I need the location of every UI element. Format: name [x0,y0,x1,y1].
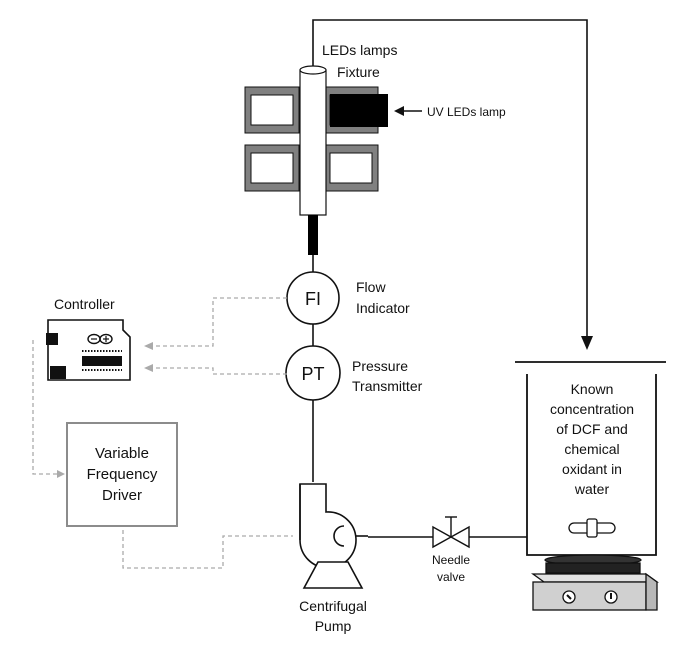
signal-lines [32,297,293,569]
vfd-label-3: Driver [102,487,142,504]
signal-vfd-pump [122,530,293,569]
return-line-arrowhead [581,336,593,350]
pump-label-1: Centrifugal [299,598,367,614]
stir-bar [568,518,616,538]
vfd-label-2: Frequency [87,466,158,483]
fixture-label-1: LEDs lamps [322,42,397,58]
return-line [312,19,593,350]
needle-valve-label-2: valve [437,570,465,584]
fixture-label-2: Fixture [337,64,380,80]
flow-indicator: FI [286,271,340,325]
tank-label-6: water [574,481,610,497]
tank-label-3: of DCF and [556,421,628,437]
pressure-transmitter-label-2: Transmitter [352,378,423,394]
pump-label-2: Pump [315,618,352,634]
signal-arrow-vfd [57,470,65,478]
controller-board [46,319,131,381]
tube-outlet [308,215,318,255]
infinity-logo-icon [87,333,113,345]
flow-indicator-label-1: Flow [356,279,386,295]
needle-valve [432,516,470,549]
signal-pt-controller [152,367,287,375]
tank-label-2: concentration [550,401,634,417]
signal-arrow-pt [144,364,153,372]
tank-label-1: Known [571,381,614,397]
variable-frequency-driver: Variable Frequency Driver [66,422,178,527]
pressure-transmitter: PT [285,345,341,401]
vfd-label-1: Variable [95,445,149,462]
signal-arrow-fi [144,342,153,350]
needle-valve-label-1: Needle [432,553,470,567]
flow-indicator-label-2: Indicator [356,300,410,316]
uv-lamp-pointer [394,106,422,116]
signal-fi-controller [152,297,287,347]
reactor-tube [299,69,327,216]
stirrer-knob-icon [566,593,612,600]
tank-label-5: oxidant in [562,461,622,477]
pt-symbol: PT [301,364,324,384]
led-fixture [244,65,388,255]
power-jack [50,366,66,379]
magnetic-stirrer [531,554,659,611]
usb-port [46,333,58,345]
fi-symbol: FI [305,289,321,309]
signal-controller-vfd [32,340,58,475]
chip [82,356,122,366]
controller-label: Controller [54,296,115,312]
uv-lamp-label: UV LEDs lamp [427,105,506,119]
pressure-transmitter-label-1: Pressure [352,358,408,374]
uv-led-lamp [330,94,388,127]
centrifugal-pump [299,483,368,589]
tank-label-4: chemical [564,441,619,457]
